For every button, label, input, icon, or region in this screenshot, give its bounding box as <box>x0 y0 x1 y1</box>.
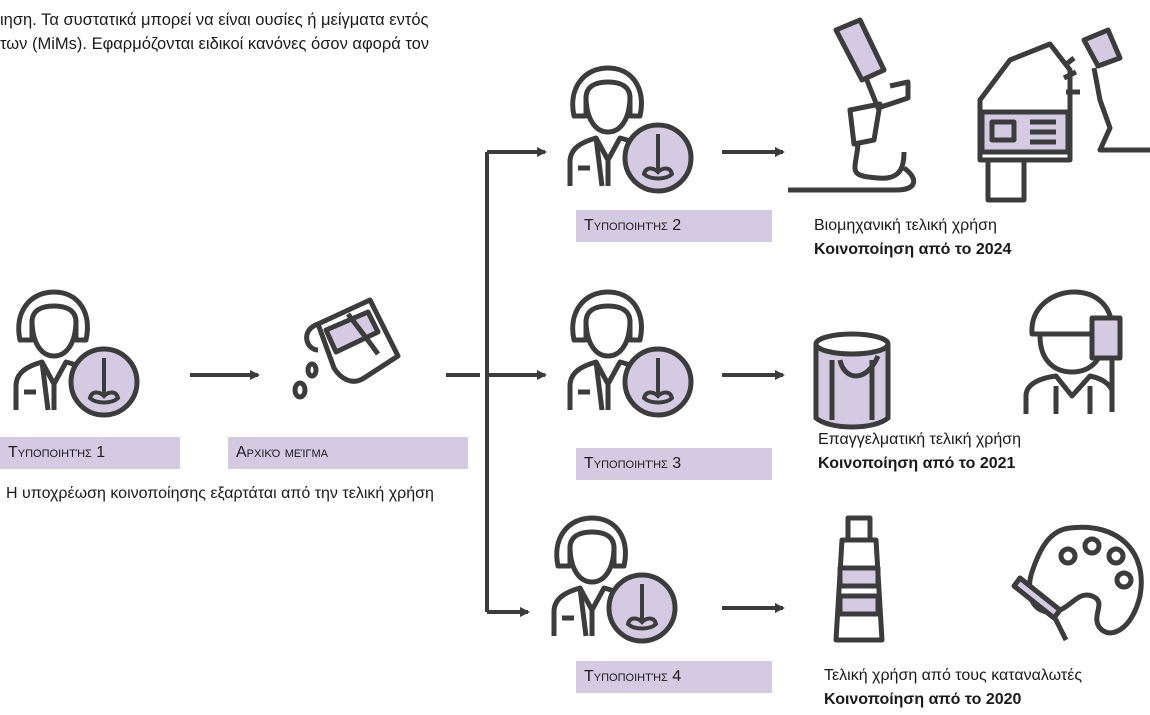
formulator-4-label: Τυποποιητής 4 <box>576 661 772 693</box>
formulator-3-icon <box>570 292 691 415</box>
initial-mixture-label: Αρχικό μείγμα <box>228 437 468 469</box>
spray-gun-icon <box>788 17 916 193</box>
paint-can-icon <box>813 331 891 430</box>
formulator-4-icon <box>554 518 675 641</box>
intro-text: ιηση. Τα συστατικά μπορεί να είναι ουσίε… <box>0 8 540 56</box>
professional-use: Επαγγελματική τελική χρήση Κοινοποίηση α… <box>818 428 1021 476</box>
palette-icon <box>1011 524 1144 642</box>
paint-tube-icon <box>833 515 885 643</box>
consumer-use-label: Τελική χρήση από τους καταναλωτές <box>824 667 1083 684</box>
painter-icon <box>1023 289 1123 414</box>
formulator-2-icon <box>570 68 691 191</box>
industrial-use-label: Βιομηχανική τελική χρήση <box>814 217 997 234</box>
formulator-1-label: Τυποποιητής 1 <box>0 437 180 469</box>
formulator-1-icon <box>16 292 137 415</box>
car-spray-icon <box>977 27 1150 203</box>
professional-use-deadline: Κοινοποίηση από το 2021 <box>818 455 1016 472</box>
formulator-2-label: Τυποποιητής 2 <box>576 210 772 242</box>
professional-use-label: Επαγγελματική τελική χρήση <box>818 431 1022 448</box>
notification-note: Η υποχρέωση κοινοποίησης εξαρτάται από τ… <box>6 485 434 502</box>
formulator-3-label: Τυποποιητής 3 <box>576 448 772 480</box>
intro-line-2: των (MiMs). Εφαρμόζονται ειδικοί κανόνες… <box>0 35 430 53</box>
intro-line-1: ιηση. Τα συστατικά μπορεί να είναι ουσίε… <box>0 11 429 29</box>
consumer-use-deadline: Κοινοποίηση από το 2020 <box>824 691 1022 708</box>
paint-bucket-pouring-icon <box>292 297 401 400</box>
consumer-use: Τελική χρήση από τους καταναλωτές Κοινοπ… <box>824 664 1082 712</box>
industrial-use: Βιομηχανική τελική χρήση Κοινοποίηση από… <box>814 214 1011 262</box>
industrial-use-deadline: Κοινοποίηση από το 2024 <box>814 241 1012 258</box>
